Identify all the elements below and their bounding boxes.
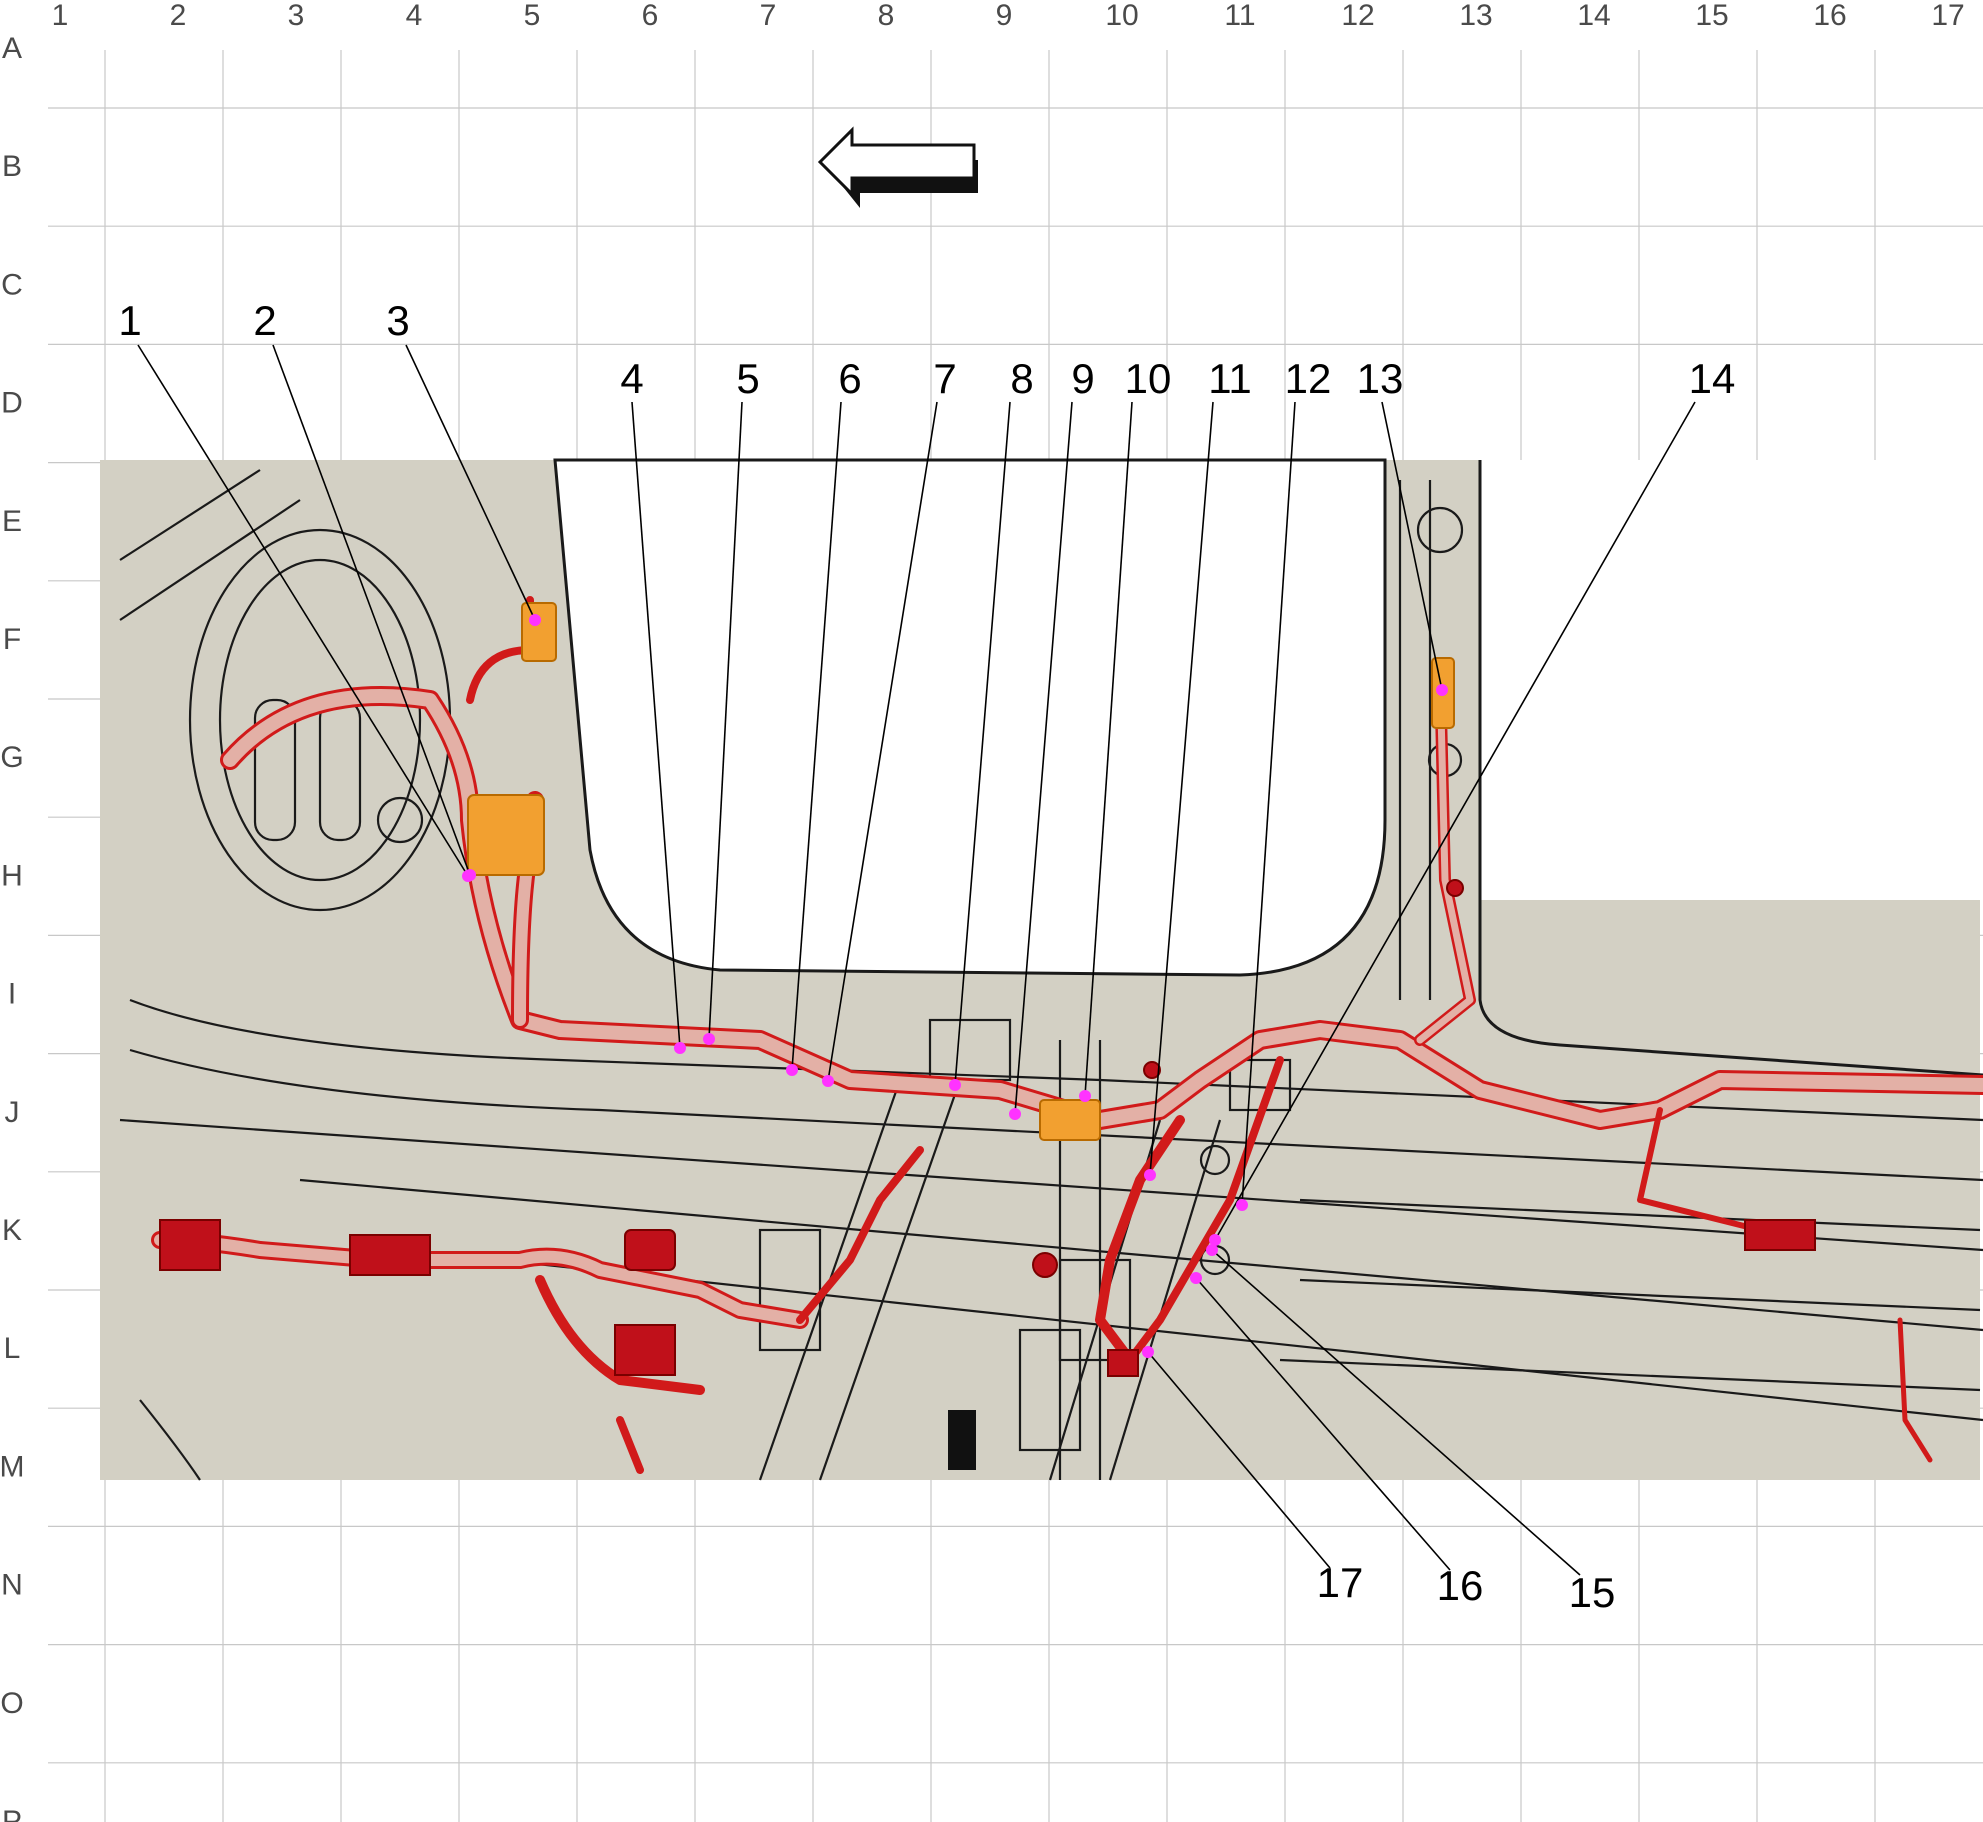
leader-line-17: [1147, 1351, 1331, 1569]
grid-row-label: L: [4, 1332, 21, 1365]
grid-column-label: 1: [52, 0, 69, 32]
marker-dot-11: [1144, 1169, 1156, 1181]
callout-number-9: 9: [1071, 355, 1094, 402]
left-arrow-icon: [817, 126, 978, 208]
grid-row-label: O: [0, 1687, 23, 1720]
black-connector: [948, 1410, 976, 1470]
leader-line-7: [827, 401, 938, 1082]
right-pillar-edge: [1478, 460, 1983, 1077]
marker-dot-10: [1079, 1090, 1091, 1102]
callout-number-2: 2: [253, 297, 276, 344]
leader-line-2: [272, 344, 471, 876]
vehicle-underbody-drawing: [100, 458, 1983, 1481]
grid-row-label: A: [2, 32, 22, 65]
grid-row-label: H: [1, 859, 23, 892]
grid-row-label: G: [0, 741, 23, 774]
grid-row-label: E: [2, 505, 22, 538]
grid-column-label: 4: [406, 0, 423, 32]
marker-dot-6: [786, 1064, 798, 1076]
callout-marker-dots: [462, 614, 1448, 1358]
grid-column-label: 11: [1224, 0, 1255, 32]
leader-line-8: [954, 401, 1011, 1086]
callout-number-3: 3: [386, 297, 409, 344]
callout-number-15: 15: [1569, 1569, 1616, 1616]
callout-number-1: 1: [118, 297, 141, 344]
marker-dot-5: [703, 1033, 715, 1045]
marker-dot-15: [1206, 1244, 1218, 1256]
leader-line-16: [1195, 1277, 1451, 1571]
marker-dot-7: [822, 1075, 834, 1087]
grid-column-label: 9: [996, 0, 1013, 32]
grid-row-labels: A B C D E F G H I J K L M N O P: [0, 32, 25, 1822]
grid-row-label: D: [1, 387, 23, 420]
marker-dot-12: [1236, 1199, 1248, 1211]
grid-row-label: N: [1, 1569, 23, 1602]
marker-dot-9: [1009, 1108, 1021, 1120]
leader-line-11: [1149, 401, 1214, 1176]
leader-line-1: [137, 344, 469, 877]
grid-row-label: F: [3, 623, 21, 656]
grid-column-label: 14: [1577, 0, 1610, 32]
marker-dot-2: [464, 869, 476, 881]
callout-number-12: 12: [1285, 355, 1332, 402]
callout-number-17: 17: [1317, 1559, 1364, 1606]
marker-dot-4: [674, 1042, 686, 1054]
marker-dot-14: [1209, 1234, 1221, 1246]
leader-line-15: [1211, 1249, 1581, 1576]
right-white-area: [1480, 460, 1983, 900]
grid-column-label: 13: [1459, 0, 1492, 32]
leader-line-14: [1214, 401, 1696, 1241]
callout-number-14: 14: [1689, 355, 1736, 402]
grid-column-label: 7: [760, 0, 777, 32]
callout-number-4: 4: [620, 355, 643, 402]
callout-number-6: 6: [838, 355, 861, 402]
grid-column-label: 5: [524, 0, 541, 32]
callout-number-5: 5: [736, 355, 759, 402]
callout-number-8: 8: [1010, 355, 1033, 402]
callout-number-10: 10: [1125, 355, 1172, 402]
marker-dot-16: [1190, 1272, 1202, 1284]
marker-dot-17: [1142, 1346, 1154, 1358]
leader-line-12: [1241, 401, 1296, 1206]
grid-column-label: 2: [170, 0, 187, 32]
grid-column-label: 16: [1813, 0, 1846, 32]
leader-line-4: [631, 401, 681, 1049]
leader-line-10: [1084, 401, 1133, 1097]
leader-line-3: [405, 344, 536, 621]
grid-row-label: B: [2, 150, 22, 183]
marker-dot-8: [949, 1079, 961, 1091]
grid-column-label: 3: [288, 0, 305, 32]
leader-line-5: [708, 401, 743, 1040]
callout-number-13: 13: [1357, 355, 1404, 402]
leader-line-13: [1381, 401, 1443, 691]
grid-column-label: 6: [642, 0, 659, 32]
harness-connectors-red: [159, 879, 1816, 1377]
grid-column-label: 8: [878, 0, 895, 32]
marker-dot-13: [1436, 684, 1448, 696]
callout-leader-lines: [137, 344, 1696, 1576]
grid-row-label: C: [1, 268, 23, 301]
grid-row-label: I: [8, 978, 16, 1011]
grid-column-label: 17: [1931, 0, 1964, 32]
callout-number-7: 7: [933, 355, 956, 402]
grid-column-label: 12: [1341, 0, 1374, 32]
leader-line-9: [1014, 401, 1073, 1115]
grid-row-label: M: [0, 1450, 25, 1483]
grid-row-label: P: [2, 1805, 22, 1822]
leader-line-6: [791, 401, 842, 1071]
grid-row-label: K: [2, 1214, 22, 1247]
callout-number-11: 11: [1208, 355, 1252, 402]
grid-column-label: 15: [1695, 0, 1728, 32]
grid-row-label: J: [5, 1096, 20, 1129]
callout-number-16: 16: [1437, 1562, 1484, 1609]
grid-column-label: 10: [1105, 0, 1138, 32]
marker-dot-3: [529, 614, 541, 626]
